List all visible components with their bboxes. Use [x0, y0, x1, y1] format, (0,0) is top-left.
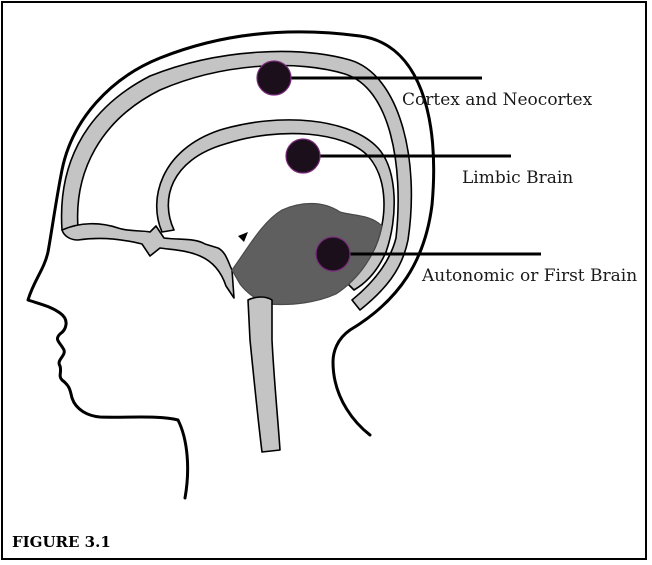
- spinal-cord: [248, 297, 280, 452]
- limbic-label: Limbic Brain: [462, 168, 573, 188]
- skull-base: [62, 224, 234, 298]
- figure-caption: FIGURE 3.1: [12, 533, 111, 551]
- notch-mark: [238, 232, 248, 242]
- cortex-label: Cortex and Neocortex: [402, 90, 592, 110]
- autonomic-marker: [316, 237, 350, 271]
- limbic-marker: [286, 139, 320, 173]
- cortex-marker: [257, 61, 291, 95]
- autonomic-label: Autonomic or First Brain: [422, 266, 637, 286]
